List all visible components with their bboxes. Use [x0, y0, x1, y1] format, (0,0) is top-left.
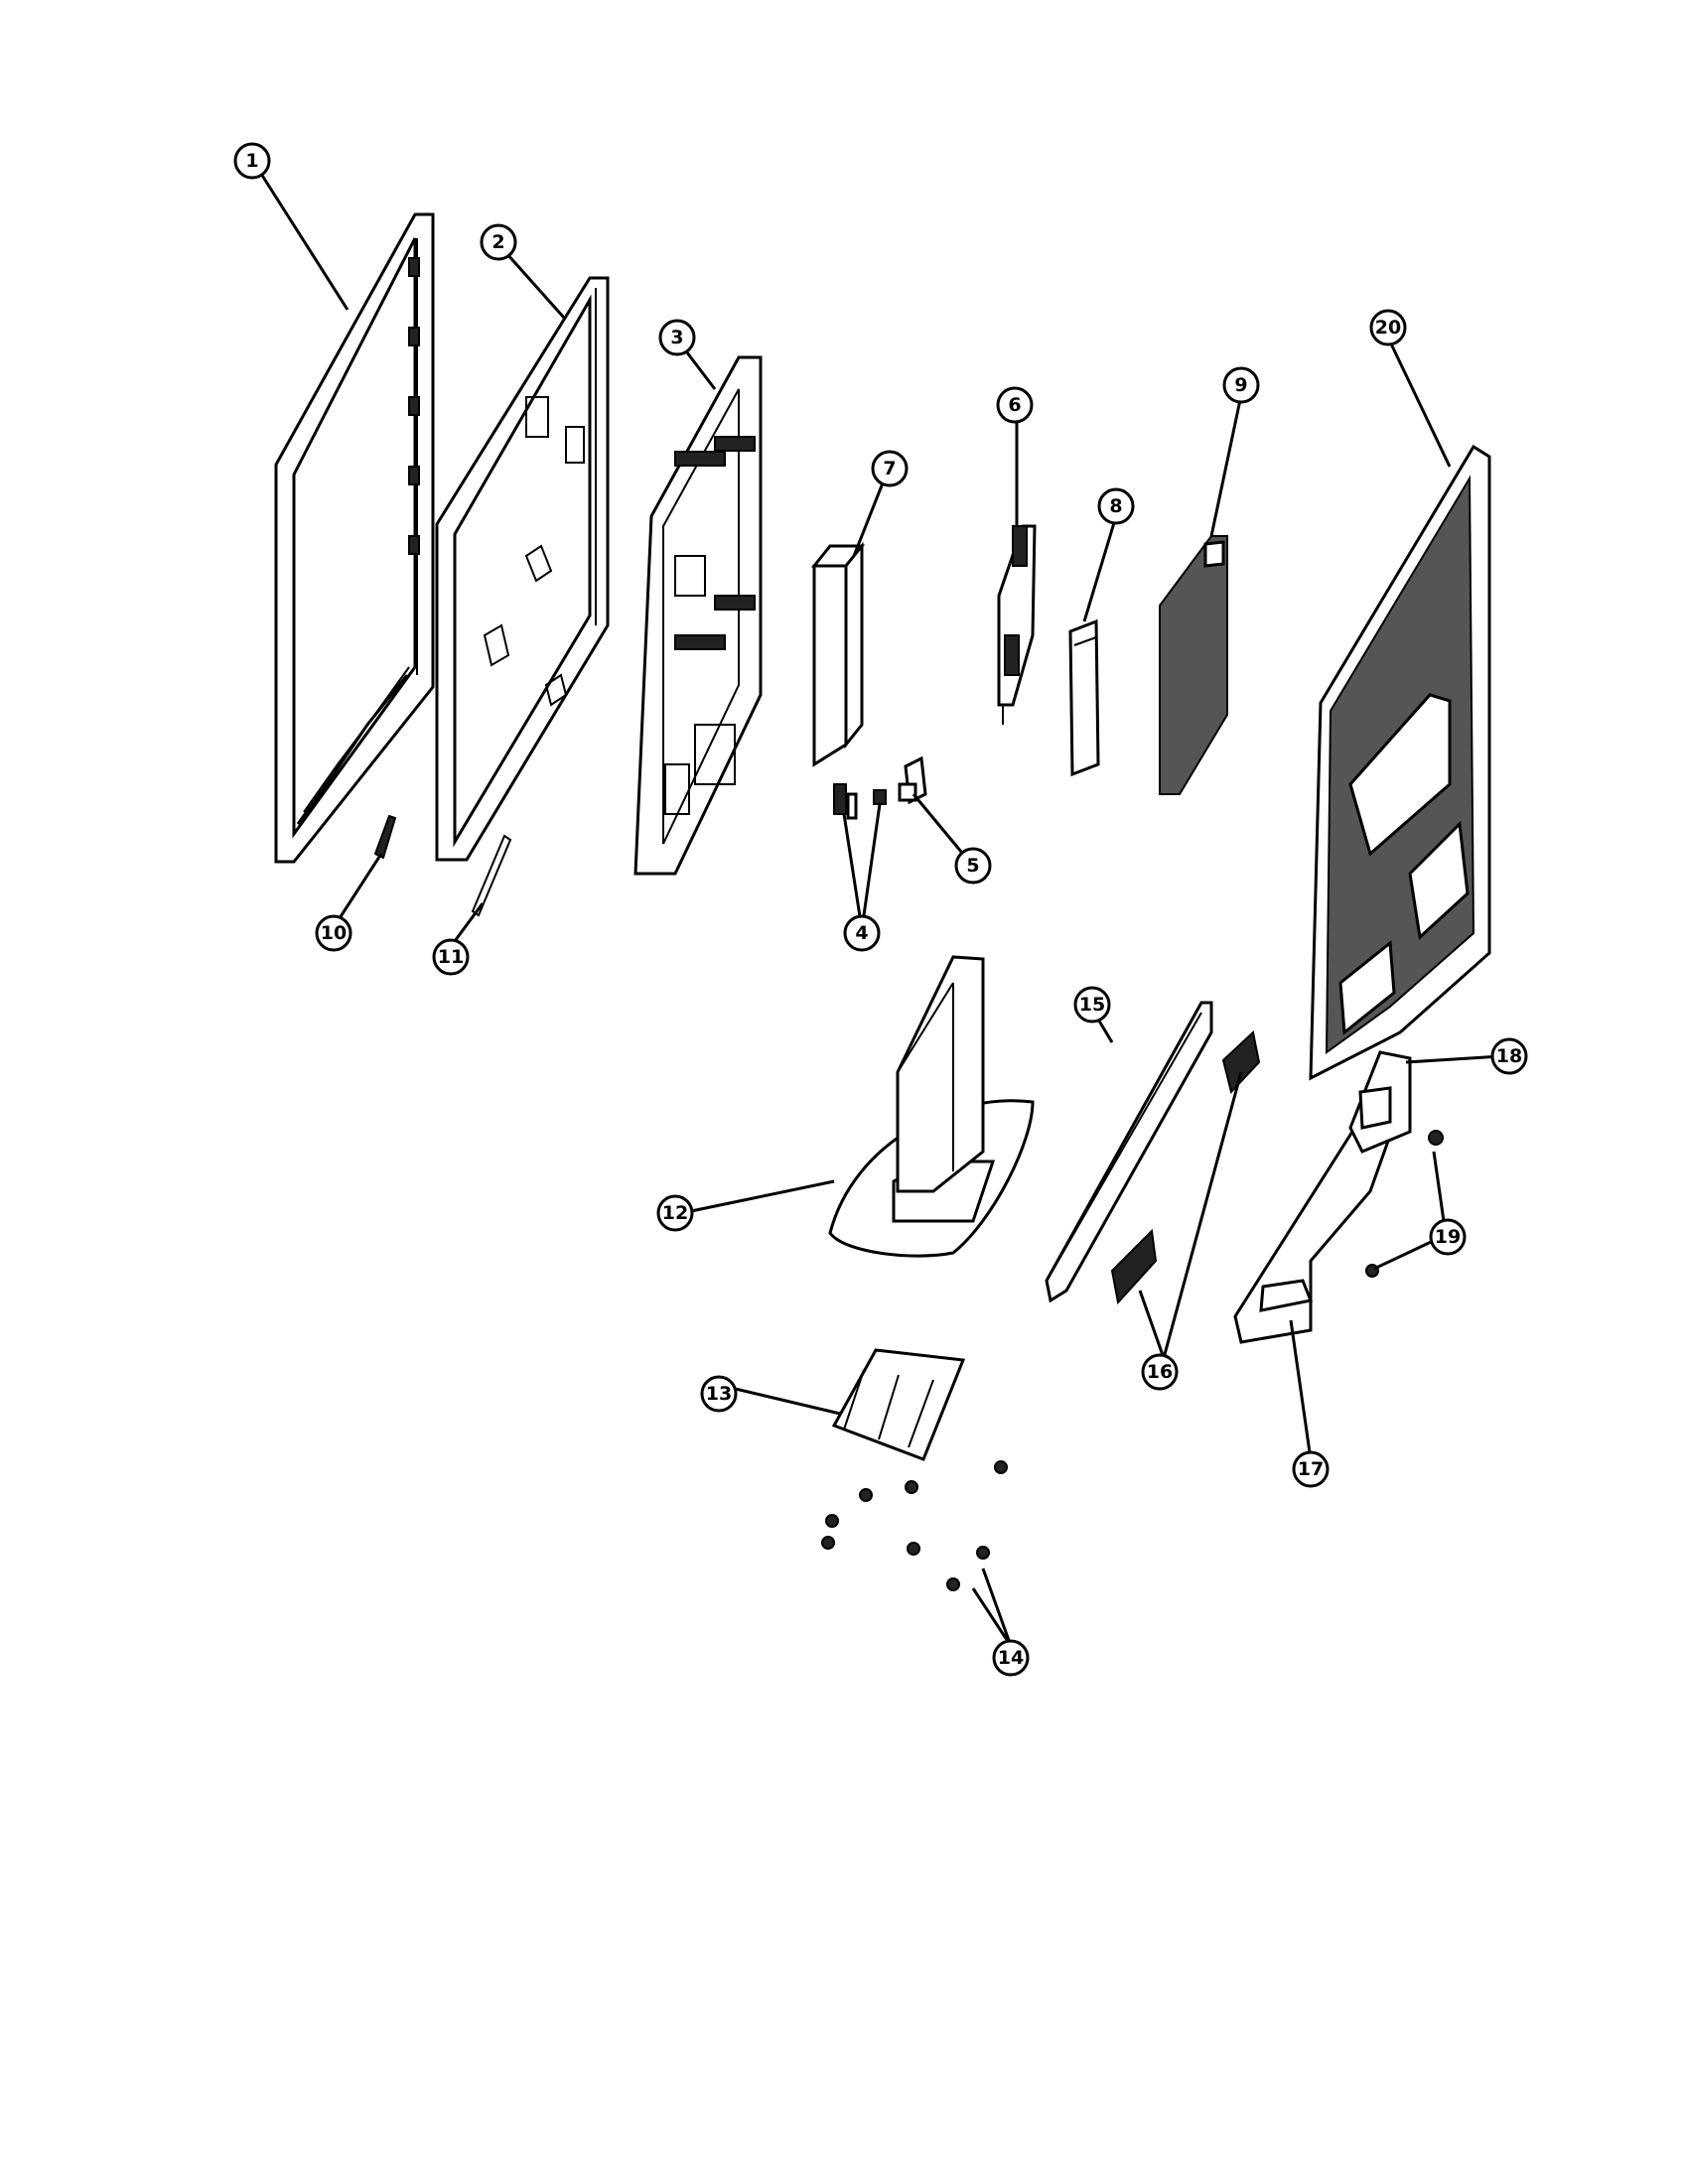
part-board-7 — [810, 541, 866, 767]
part-chassis — [633, 355, 763, 876]
part-mount-plate — [831, 1348, 966, 1461]
callout-7: 7 — [871, 450, 909, 487]
callout-label: 20 — [1375, 317, 1401, 339]
part-strip-10 — [373, 814, 397, 860]
part-screws — [821, 1460, 1008, 1591]
callout-9: 9 — [1222, 366, 1260, 404]
callout-label: 17 — [1298, 1458, 1324, 1480]
callout-6: 6 — [996, 386, 1034, 424]
part-rail — [1045, 1001, 1213, 1303]
callout-label: 3 — [670, 327, 683, 348]
part-bracket-8 — [1068, 618, 1100, 777]
callout-10: 10 — [315, 914, 352, 952]
callout-13: 13 — [700, 1375, 738, 1413]
callout-14: 14 — [992, 1639, 1030, 1677]
part-front-bezel — [274, 212, 435, 864]
callout-label: 10 — [321, 922, 347, 944]
part-clip-5 — [898, 755, 927, 805]
callout-8: 8 — [1097, 487, 1135, 525]
callout-label: 12 — [662, 1202, 688, 1224]
part-speaker-bar — [1233, 1092, 1404, 1344]
part-back-cover — [1309, 444, 1491, 1081]
callout-19: 19 — [1429, 1218, 1467, 1256]
part-brackets-4 — [833, 783, 887, 820]
callout-label: 11 — [438, 946, 464, 968]
callout-label: 14 — [998, 1647, 1024, 1669]
callout-label: 8 — [1109, 495, 1122, 517]
callout-16: 16 — [1141, 1353, 1179, 1391]
part-screws-19 — [1365, 1130, 1444, 1278]
callout-18: 18 — [1490, 1037, 1528, 1075]
callout-label: 13 — [706, 1383, 732, 1405]
callout-2: 2 — [480, 223, 517, 261]
callout-17: 17 — [1292, 1450, 1330, 1488]
part-lcd-panel — [435, 276, 610, 862]
part-board-6 — [997, 524, 1037, 725]
callout-label: 2 — [491, 231, 504, 253]
callout-label: 7 — [883, 458, 896, 479]
callout-3: 3 — [658, 319, 696, 356]
callout-15: 15 — [1073, 986, 1111, 1024]
part-stand-base — [828, 955, 1035, 1258]
callout-label: 4 — [855, 922, 868, 944]
callout-20: 20 — [1369, 309, 1407, 346]
part-shield-9 — [1159, 535, 1228, 795]
callout-label: 15 — [1079, 994, 1105, 1016]
callout-label: 6 — [1008, 394, 1021, 416]
callout-label: 5 — [966, 855, 979, 877]
callout-5: 5 — [954, 847, 992, 885]
callout-11: 11 — [432, 938, 470, 976]
callout-label: 16 — [1147, 1361, 1173, 1383]
callout-4: 4 — [843, 914, 881, 952]
callout-label: 19 — [1435, 1226, 1461, 1248]
callout-label: 1 — [245, 150, 258, 172]
callout-label: 9 — [1234, 374, 1247, 396]
callout-12: 12 — [656, 1194, 694, 1232]
part-bracket-18 — [1348, 1050, 1412, 1154]
part-strip-11 — [471, 834, 512, 917]
callout-label: 18 — [1496, 1045, 1522, 1067]
callout-1: 1 — [233, 142, 271, 180]
part-speakers — [1110, 1030, 1261, 1305]
